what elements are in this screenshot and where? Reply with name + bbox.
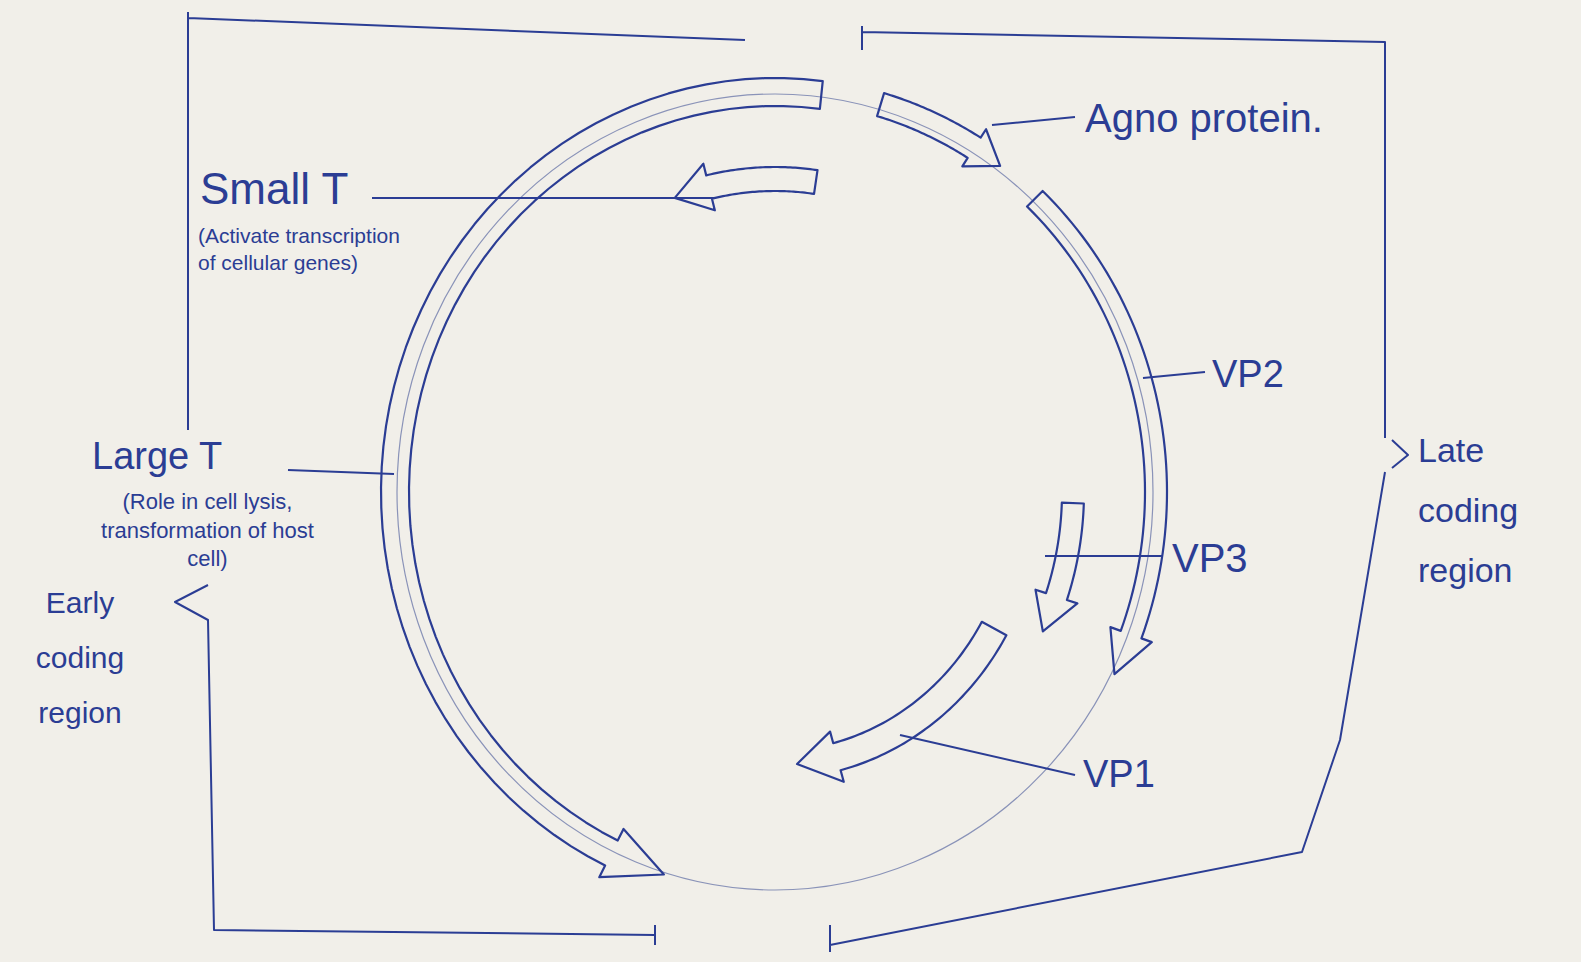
region-bracket	[830, 26, 1408, 952]
region-bracket	[175, 585, 655, 945]
leader-line	[288, 470, 394, 474]
gene-label: Small T	[200, 160, 420, 217]
gene-label: VP2	[1212, 350, 1322, 399]
gene-label: Agno protein.	[1085, 92, 1385, 144]
region-label: Late coding region	[1418, 420, 1568, 600]
leader-line	[1045, 555, 1163, 557]
agno-arrow	[877, 93, 1000, 166]
gene-label: Large T	[92, 432, 292, 481]
leader-line	[900, 735, 1075, 775]
function-note: (Activate transcription of cellular gene…	[198, 222, 418, 277]
leader-line	[372, 197, 715, 199]
gene-label: VP1	[1083, 750, 1193, 799]
gene-label: VP3	[1172, 532, 1282, 584]
region-bracket	[188, 12, 745, 430]
vp1-arrow	[797, 622, 1006, 782]
vp3-arrow	[1036, 503, 1084, 632]
small-t-arrow	[675, 164, 818, 211]
leader-line	[992, 117, 1075, 125]
vp2-arrow	[1027, 191, 1167, 674]
region-label: Early coding region	[5, 575, 155, 740]
genome-circle	[397, 94, 1153, 890]
leader-line	[1143, 372, 1205, 378]
function-note: (Role in cell lysis, transformation of h…	[100, 488, 315, 574]
